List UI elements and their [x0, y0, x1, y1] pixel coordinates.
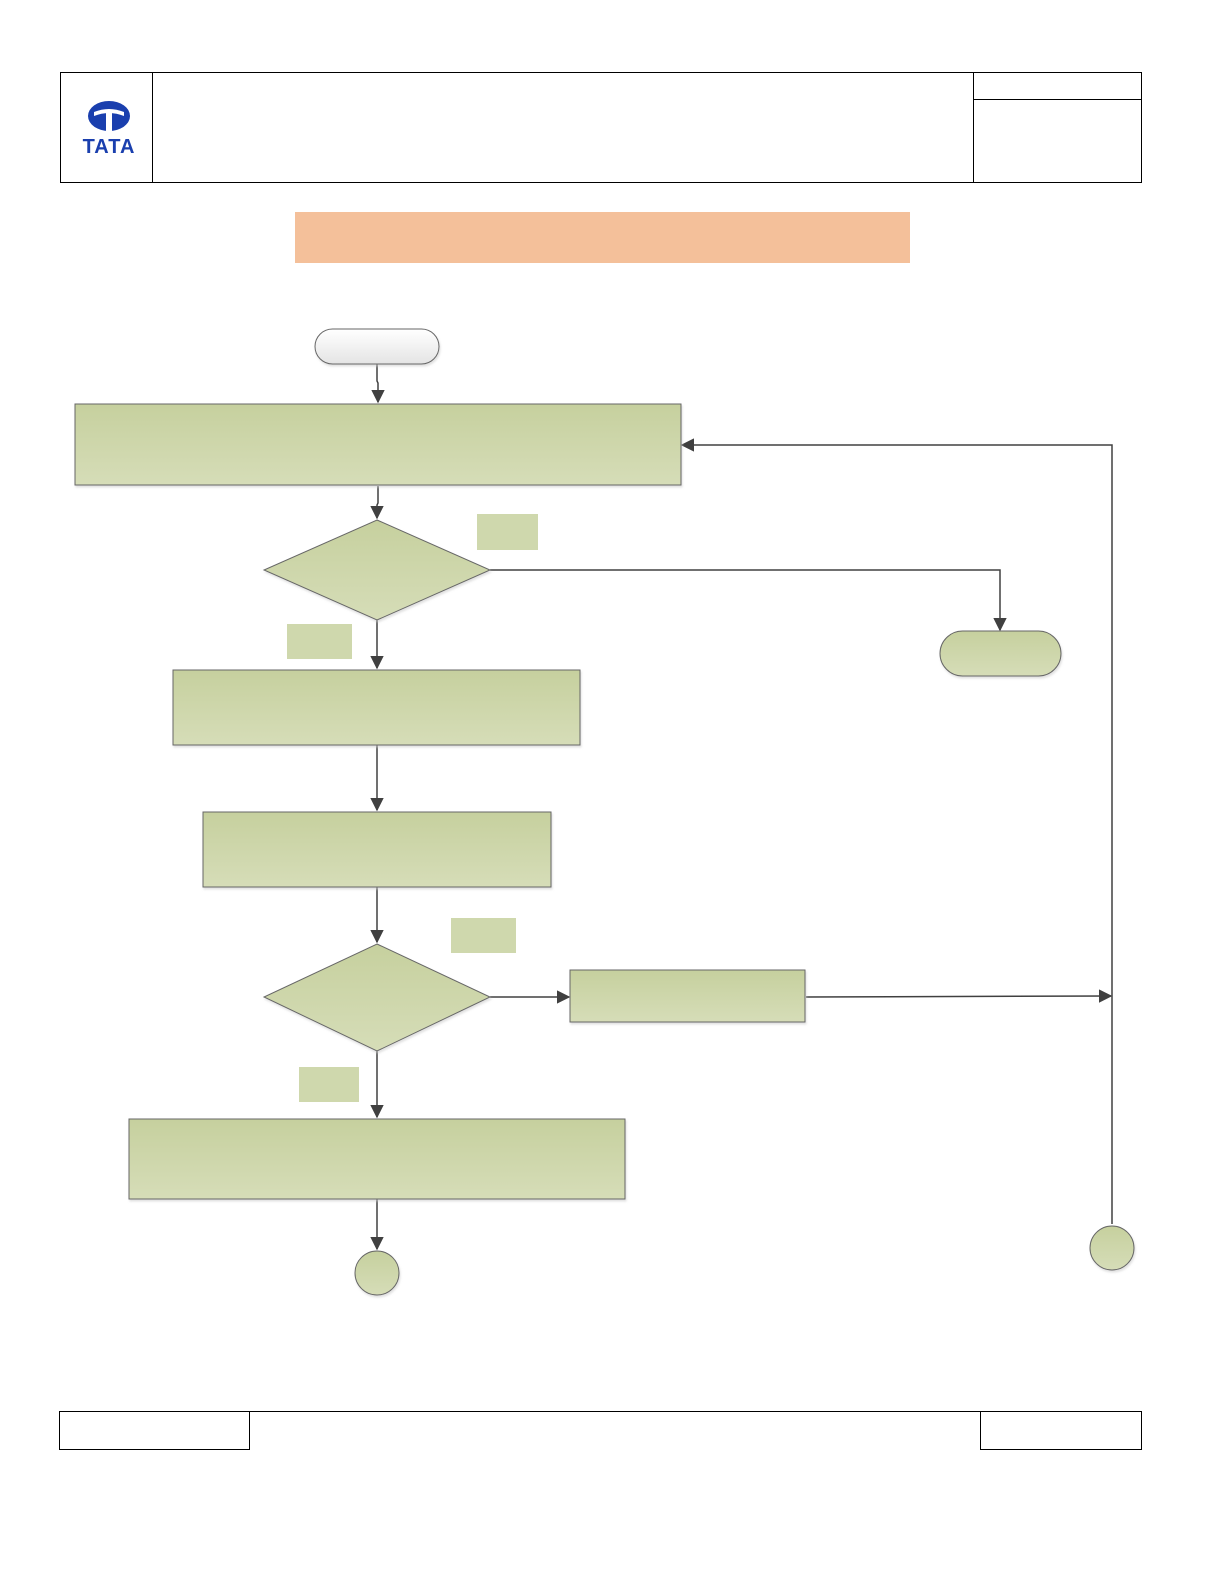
decision-2-no-tag [299, 1067, 359, 1102]
connector-bottom [354, 1250, 400, 1296]
process-step-4 [128, 1118, 626, 1200]
process-step-3 [202, 811, 552, 888]
decision-2 [262, 943, 492, 1052]
header-logo-cell: TATA [60, 72, 153, 183]
edge-loop-back-to-step1 [680, 438, 1113, 1224]
connector-right [1089, 1225, 1135, 1271]
decision-1-yes-tag [477, 514, 538, 550]
edge-side-step-to-loop [805, 989, 1113, 1003]
footer-center [250, 1412, 980, 1450]
process-step-1 [74, 403, 682, 486]
edge-decision1-to-end1 [490, 569, 1007, 632]
process-step-2 [172, 669, 581, 746]
end-terminator [939, 630, 1062, 677]
decision-1-no-tag [287, 624, 352, 659]
footer-rule [249, 1411, 981, 1412]
logo-text: TATA [83, 136, 136, 158]
side-process-step [569, 969, 806, 1023]
edge-step1-to-decision1 [370, 486, 384, 520]
footer-left-box [59, 1411, 250, 1450]
edge-start-to-step1 [371, 364, 385, 404]
tata-logo: TATA [83, 101, 136, 158]
process-banner [295, 212, 910, 263]
start-terminator [314, 328, 440, 365]
decision-1 [262, 519, 492, 621]
header-rev-cell [973, 99, 1142, 183]
footer-right-box [980, 1411, 1142, 1450]
decision-2-yes-tag [451, 918, 516, 953]
